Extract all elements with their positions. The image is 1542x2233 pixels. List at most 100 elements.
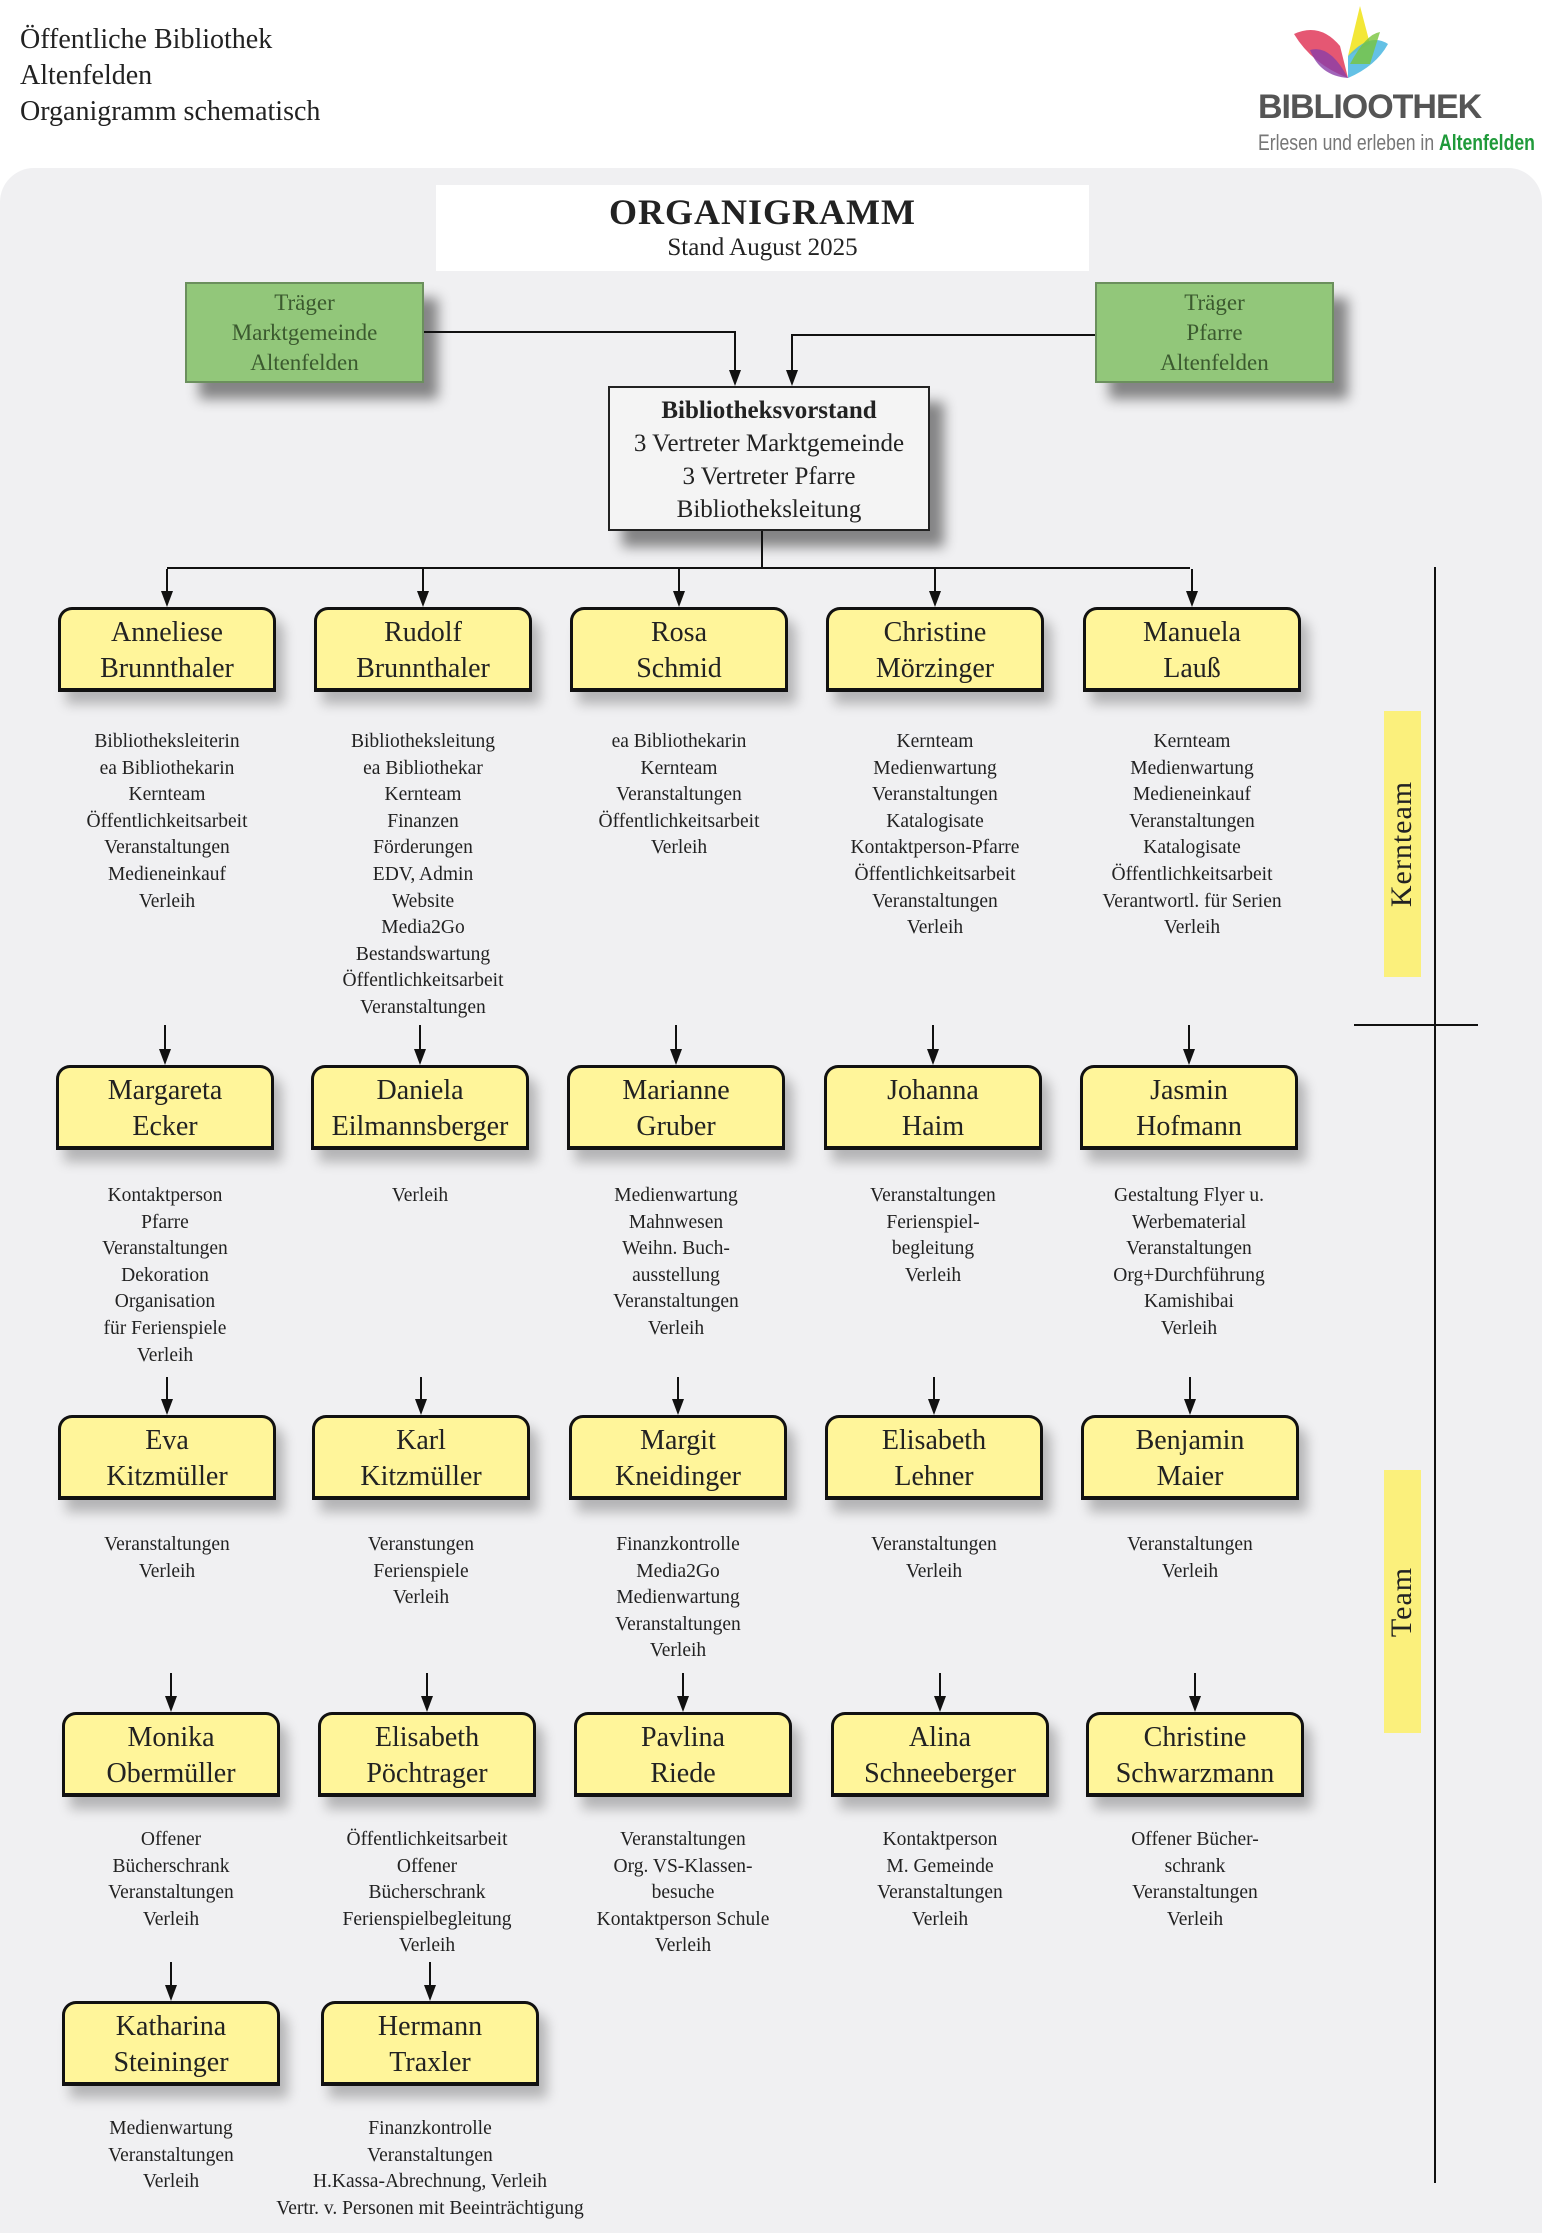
traeger-pfarre-box: Träger Pfarre Altenfelden: [1095, 282, 1334, 383]
duty-item: Katalogisate: [1143, 837, 1241, 859]
arrow-down-icon: [165, 1985, 177, 2001]
duty-item: Vertr. v. Personen mit Beeinträchtigung: [276, 2197, 584, 2219]
connector-line: [934, 569, 936, 593]
vorstand-title: Bibliotheksvorstand: [661, 397, 877, 424]
arrow-down-icon: [417, 591, 429, 607]
person-last-name: Haim: [901, 1111, 965, 1142]
duty-item: Organisation: [114, 1291, 216, 1313]
duty-item: Veranstaltungen: [872, 890, 998, 912]
person-first-name: Marianne: [622, 1075, 730, 1106]
connector-line: [1189, 1377, 1191, 1401]
arrow-down-icon: [415, 1399, 427, 1415]
connector-line: [429, 1962, 431, 1987]
connector-line: [791, 334, 793, 371]
duty-item: ea Bibliothekar: [363, 757, 483, 779]
duty-item: Verantwortl. für Serien: [1102, 890, 1282, 912]
connector-line: [422, 569, 424, 593]
arrow-down-icon: [1184, 1399, 1196, 1415]
duty-item: Veranstaltungen: [1126, 1238, 1252, 1260]
duty-item: Medieneinkauf: [1132, 784, 1252, 806]
arrow-down-icon: [161, 591, 173, 607]
duty-item: Kamishibai: [1144, 1291, 1234, 1313]
duty-item: Medieneinkauf: [107, 863, 227, 885]
duty-item: Veranstaltungen: [360, 996, 486, 1018]
duty-item: M. Gemeinde: [886, 1855, 994, 1877]
person-last-name: Lauß: [1163, 653, 1221, 684]
connector-line: [761, 531, 763, 568]
traeger-label: Träger: [274, 290, 335, 315]
duty-item: Kernteam: [896, 731, 974, 752]
title-box: ORGANIGRAMM Stand August 2025: [436, 185, 1089, 271]
connector-line: [1188, 1025, 1190, 1051]
traeger-marktgemeinde-box: Träger Marktgemeinde Altenfelden: [185, 282, 424, 383]
side-divider-line: [1434, 567, 1436, 2183]
duty-item: Verleih: [142, 2171, 200, 2193]
duty-item: Bücherschrank: [112, 1855, 230, 1877]
duty-item: Verleih: [911, 1908, 969, 1930]
person-first-name: Anneliese: [111, 617, 223, 648]
duty-item: EDV, Admin: [372, 863, 474, 885]
duty-item: Verleih: [1163, 917, 1221, 939]
vorstand-line: 3 Vertreter Pfarre: [682, 463, 856, 490]
arrow-down-icon: [786, 370, 798, 386]
duty-item: Medienwartung: [1130, 757, 1254, 779]
person-last-name: Kitzmüller: [360, 1461, 482, 1492]
duty-item: Veranstaltungen: [104, 1534, 230, 1555]
duty-item: Veranstaltungen: [104, 837, 230, 859]
duty-item: Dekoration: [121, 1264, 209, 1286]
person-first-name: Manuela: [1143, 617, 1241, 648]
connector-line: [170, 1962, 172, 1987]
connector-line: [939, 1673, 941, 1698]
kernteam-label: Kernteam: [1385, 780, 1419, 908]
person-last-name: Mörzinger: [875, 653, 995, 684]
duty-item: Medienwartung: [109, 2118, 233, 2139]
duty-item: Verleih: [905, 1560, 963, 1582]
duty-item: Werbematerial: [1131, 1211, 1247, 1233]
person-last-name: Steininger: [113, 2047, 229, 2078]
duty-item: Veranstaltungen: [367, 2144, 493, 2166]
duty-item: Verleih: [906, 917, 964, 939]
logo-wordmark: BIBLIOOTHEK: [1258, 88, 1482, 126]
duty-item: Offener Bücher-: [1131, 1829, 1259, 1850]
duty-item: Gestaltung Flyer u.: [1113, 1185, 1265, 1206]
duty-item: Medienwartung: [616, 1587, 740, 1609]
connector-line: [170, 1673, 172, 1698]
arrow-down-icon: [673, 591, 685, 607]
connector-line: [1191, 569, 1193, 593]
person-last-name: Hofmann: [1136, 1111, 1242, 1142]
duty-item: Förderungen: [373, 837, 473, 859]
connector-line: [677, 1377, 679, 1401]
person-last-name: Kitzmüller: [106, 1461, 228, 1492]
arrow-down-icon: [672, 1399, 684, 1415]
person-last-name: Traxler: [389, 2047, 471, 2078]
duty-item: Bibliotheksleiterin: [94, 731, 240, 752]
person-first-name: Margit: [640, 1425, 716, 1456]
duty-item: Öffentlichkeitsarbeit: [854, 863, 1016, 885]
duty-item: Website: [391, 890, 455, 912]
duty-item: begleitung: [891, 1238, 975, 1260]
duty-item: Verleih: [136, 1344, 194, 1366]
duty-item: Kernteam: [640, 757, 718, 779]
duty-item: ausstellung: [632, 1264, 720, 1286]
duty-item: Veranstaltungen: [620, 1829, 746, 1850]
arrow-down-icon: [729, 370, 741, 386]
person-first-name: Hermann: [377, 2011, 483, 2042]
duty-item: Verleih: [138, 890, 196, 912]
arrow-down-icon: [165, 1696, 177, 1712]
arrow-down-icon: [927, 1049, 939, 1065]
person-first-name: Benjamin: [1135, 1425, 1245, 1456]
